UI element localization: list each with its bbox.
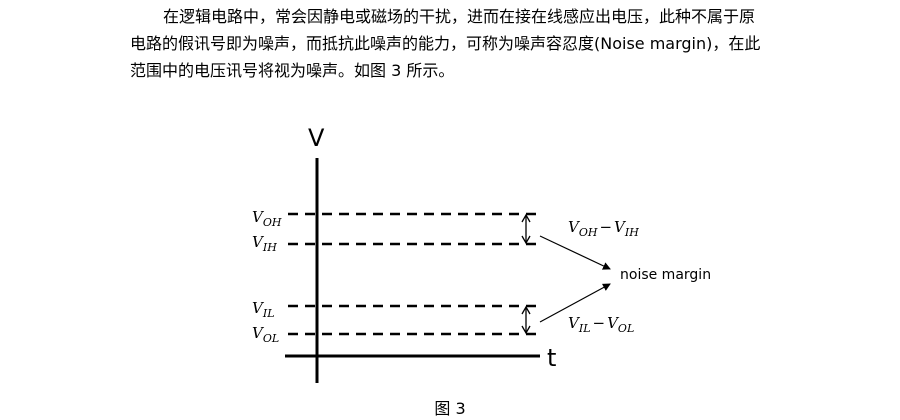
- voh-label: VOH: [252, 208, 282, 229]
- noise-margin-label: noise margin: [620, 267, 711, 283]
- pointer-arrow-lower: [539, 283, 611, 323]
- x-axis-label: t: [547, 344, 556, 372]
- body-paragraph: 在逻辑电路中，常会因静电或磁场的干扰，进而在接在线感应出电压，此种不属于原 电路…: [130, 3, 850, 84]
- high-margin-arrow-top: [521, 213, 531, 223]
- low-margin-arrow-top: [521, 305, 531, 315]
- vil-label: VIL: [252, 299, 275, 320]
- vih-label: VIH: [252, 233, 277, 254]
- y-axis-label: V: [308, 124, 325, 152]
- low-margin-expression: VIL−VOL: [568, 314, 634, 335]
- pointer-arrow-upper: [539, 235, 611, 270]
- figure-caption: 图 3: [434, 399, 466, 418]
- paragraph-line-3: 范围中的电压讯号将视为噪声。如图 3 所示。: [130, 61, 455, 80]
- low-margin-arrow-bottom: [521, 325, 531, 335]
- high-margin-arrow-bottom: [521, 235, 531, 245]
- vol-label: VOL: [252, 324, 279, 345]
- paragraph-line-1: 在逻辑电路中，常会因静电或磁场的干扰，进而在接在线感应出电压，此种不属于原: [163, 7, 756, 26]
- paragraph-line-2: 电路的假讯号即为噪声，而抵抗此噪声的能力，可称为噪声容忍度(Noise marg…: [130, 34, 761, 53]
- high-margin-expression: VOH−VIH: [568, 218, 639, 239]
